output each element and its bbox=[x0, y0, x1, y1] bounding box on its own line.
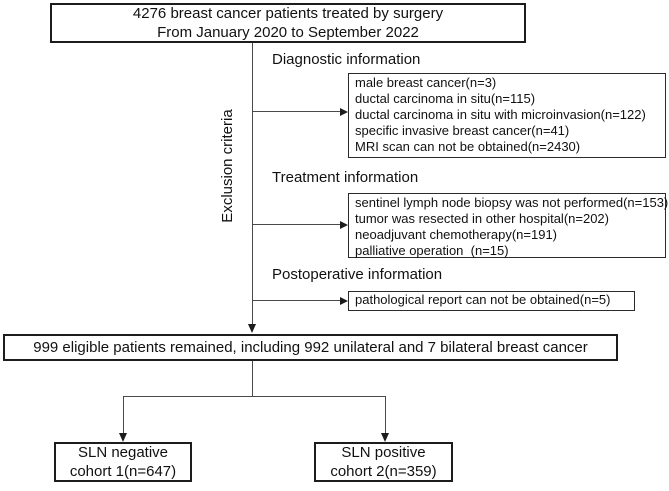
exclusion-item: MRI scan can not be obtained(n=2430) bbox=[355, 139, 581, 154]
exclusion-item: ductal carcinoma in situ with microinvas… bbox=[355, 107, 646, 122]
cohort1-line1: SLN negative bbox=[77, 444, 169, 461]
exclusion-item: ductal carcinoma in situ(n=115) bbox=[355, 91, 536, 106]
treatment-branch-line bbox=[252, 224, 340, 226]
treatment-section-label: Treatment information bbox=[272, 169, 419, 186]
eligible-patients-box: 999 eligible patients remained, includin… bbox=[3, 334, 618, 361]
arrow-right-icon bbox=[340, 221, 348, 229]
cohort2-drop-line bbox=[385, 396, 387, 433]
cohort1-line2: cohort 1(n=647) bbox=[69, 463, 177, 480]
exclusion-item: palliative operation (n=15) bbox=[355, 243, 509, 258]
arrow-down-icon bbox=[381, 433, 389, 442]
cohort2-line1: SLN positive bbox=[341, 444, 426, 461]
exclusion-criteria-label: Exclusion criteria bbox=[219, 109, 236, 223]
exclusion-item: specific invasive breast cancer(n=41) bbox=[355, 123, 570, 138]
postoperative-exclusions-box: pathological report can not be obtained(… bbox=[348, 291, 635, 311]
treatment-exclusions-box: sentinel lymph node biopsy was not perfo… bbox=[348, 193, 669, 258]
cohort2-line2: cohort 2(n=359) bbox=[330, 463, 437, 480]
postoperative-branch-line bbox=[252, 300, 340, 302]
postoperative-section-label: Postoperative information bbox=[272, 266, 443, 283]
top-box-line2: From January 2020 to September 2022 bbox=[157, 24, 419, 41]
cohort1-box: SLN negative cohort 1(n=647) bbox=[54, 442, 192, 482]
exclusion-item: pathological report can not be obtained(… bbox=[355, 292, 611, 307]
top-patients-box: 4276 breast cancer patients treated by s… bbox=[50, 3, 526, 43]
diagnostic-branch-line bbox=[252, 111, 340, 113]
arrow-down-icon bbox=[248, 324, 256, 333]
exclusion-item: neoadjuvant chemotherapy(n=191) bbox=[355, 227, 558, 242]
eligible-patients-text: 999 eligible patients remained, includin… bbox=[33, 339, 588, 356]
main-flow-line bbox=[252, 43, 254, 324]
cohort1-drop-line bbox=[123, 396, 125, 433]
diagnostic-exclusions-box: male breast cancer(n=3) ductal carcinoma… bbox=[348, 73, 666, 158]
exclusion-item: male breast cancer(n=3) bbox=[355, 75, 497, 90]
split-horizontal-line bbox=[123, 396, 386, 398]
arrow-right-icon bbox=[340, 297, 348, 305]
exclusion-item: sentinel lymph node biopsy was not perfo… bbox=[355, 195, 669, 210]
exclusion-item: tumor was resected in other hospital(n=2… bbox=[355, 211, 609, 226]
arrow-right-icon bbox=[340, 108, 348, 116]
split-stem-line bbox=[252, 361, 254, 396]
cohort2-box: SLN positive cohort 2(n=359) bbox=[314, 442, 453, 482]
top-box-line1: 4276 breast cancer patients treated by s… bbox=[132, 5, 444, 22]
arrow-down-icon bbox=[119, 433, 127, 442]
diagnostic-section-label: Diagnostic information bbox=[272, 51, 421, 68]
